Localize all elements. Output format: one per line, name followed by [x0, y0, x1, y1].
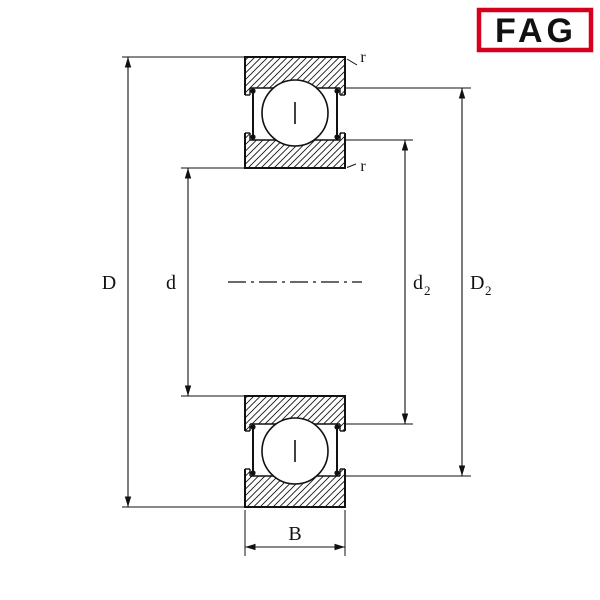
fag-logo-text: FAG: [495, 12, 577, 50]
dimension-d2: [346, 139, 413, 425]
dim-label-d2-base: d: [413, 272, 423, 294]
dimension-d: [181, 167, 246, 397]
radius-label-bottom: r: [360, 158, 366, 175]
dim-label-d: d: [166, 272, 176, 294]
dimension-D2: [346, 87, 471, 477]
dim-label-d2-sub: 2: [424, 283, 431, 298]
section-outline-top: [244, 56, 346, 169]
cavity-bottom-left-gap: [243, 431, 251, 469]
cavity-bottom-right-gap: [339, 431, 347, 469]
shield-left-top: [250, 88, 256, 140]
cavity-top-left-gap: [243, 95, 251, 133]
dim-label-D2-sub: 2: [485, 283, 492, 298]
shield-left-bottom: [250, 424, 256, 476]
fag-logo-frame: [476, 7, 594, 53]
shield-right-bottom: [334, 424, 340, 476]
dimension-B: [244, 510, 346, 556]
dim-label-B: B: [288, 523, 301, 545]
fag-logo: FAG: [476, 7, 594, 53]
radius-callout-bottom: r: [346, 158, 366, 175]
shield-right-top: [334, 88, 340, 140]
dimension-D: [122, 56, 246, 508]
dim-label-D2-base: D: [470, 272, 484, 294]
bearing-bottom-section: [243, 395, 347, 508]
bearing-top-section: [243, 56, 347, 169]
section-outline-bottom: [244, 395, 346, 508]
radius-callout-top: r: [346, 49, 366, 66]
radius-label-top: r: [360, 49, 366, 66]
cavity-top-right-gap: [339, 95, 347, 133]
dim-label-D: D: [102, 272, 116, 294]
